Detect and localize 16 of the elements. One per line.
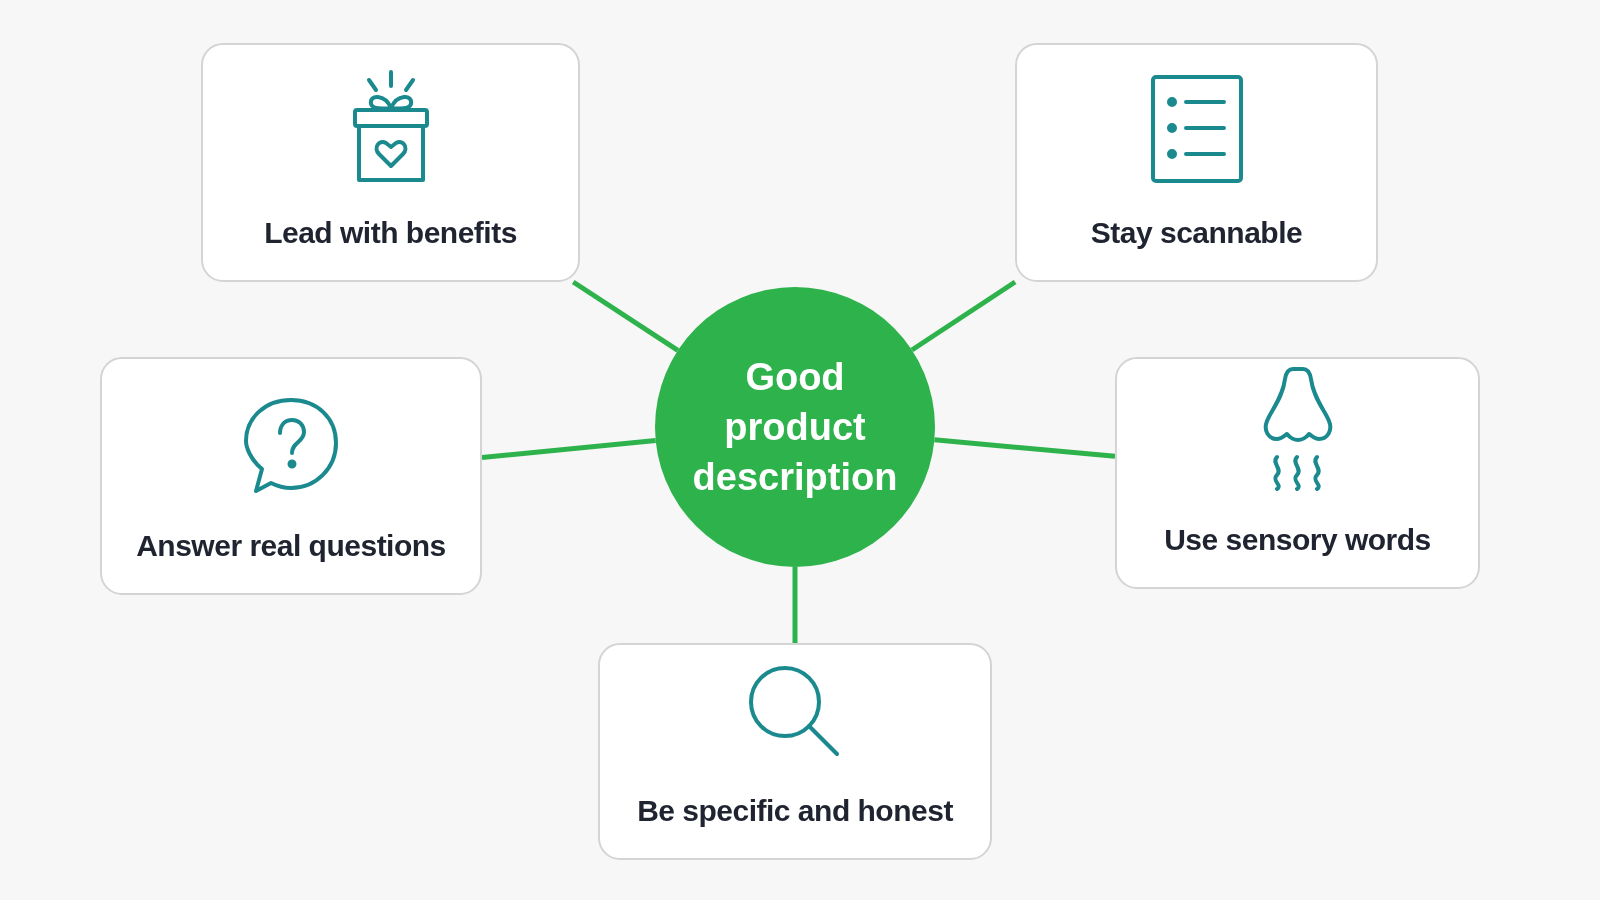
card-title: Lead with benefits (264, 216, 517, 250)
card-title: Answer real questions (136, 529, 446, 563)
topic-card (1115, 357, 1480, 589)
card-title: Use sensory words (1164, 523, 1431, 557)
connector-line (481, 438, 656, 460)
connector-line (934, 437, 1116, 459)
topic-card (100, 357, 482, 595)
connector-line (571, 279, 680, 353)
connector-line (910, 279, 1017, 353)
card-title: Stay scannable (1090, 216, 1303, 250)
hub-title: Good product description (691, 355, 899, 500)
topic-card (598, 643, 992, 860)
topic-card (201, 43, 580, 282)
connector-line (792, 567, 798, 643)
topic-card (1015, 43, 1378, 282)
card-title: Be specific and honest (637, 794, 953, 828)
